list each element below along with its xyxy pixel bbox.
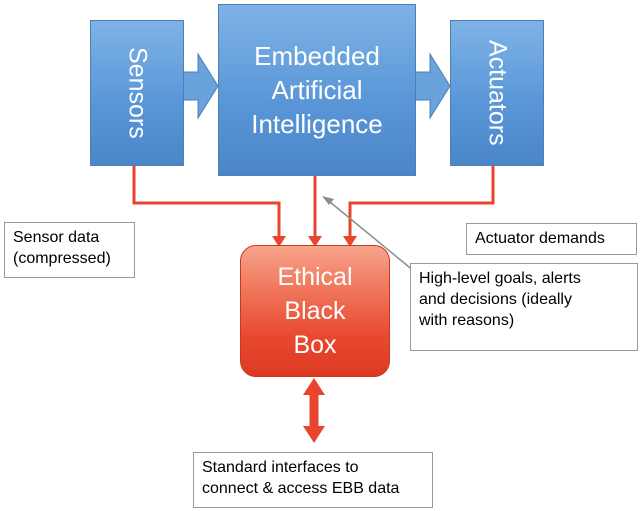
ebb-interface-arrowhead-down	[303, 426, 325, 443]
sensor-data-arrow	[132, 164, 281, 238]
ai-goals-arrowhead	[308, 236, 322, 247]
sensor-data-label: Sensor data (compressed)	[4, 222, 135, 278]
ai-to-actuators-arrow	[413, 52, 451, 120]
embedded-ai-label: Embedded Artificial Intelligence	[251, 41, 383, 139]
sensors-to-ai-arrow	[181, 52, 219, 120]
goals-pointer-arrowhead	[322, 196, 334, 205]
actuator-demands-arrow	[348, 164, 495, 238]
actuator-demands-label: Actuator demands	[466, 223, 637, 255]
standard-interfaces-label: Standard interfaces to connect & access …	[193, 452, 433, 508]
embedded-ai-box: Embedded Artificial Intelligence	[218, 4, 416, 176]
actuators-box: Actuators	[450, 20, 544, 166]
goals-pointer-line	[329, 201, 421, 277]
high-level-goals-label: High-level goals, alerts and decisions (…	[410, 263, 638, 351]
sensors-box: Sensors	[90, 20, 184, 166]
ethical-black-box-label: Ethical Black Box	[277, 263, 353, 359]
sensor-data-arrowhead	[272, 236, 286, 247]
sensors-label: Sensors	[123, 47, 152, 139]
ebb-interface-arrowhead-up	[303, 378, 325, 395]
ethical-black-box: Ethical Black Box	[240, 245, 390, 377]
actuators-label: Actuators	[483, 40, 512, 146]
actuator-demands-arrowhead	[343, 236, 357, 247]
